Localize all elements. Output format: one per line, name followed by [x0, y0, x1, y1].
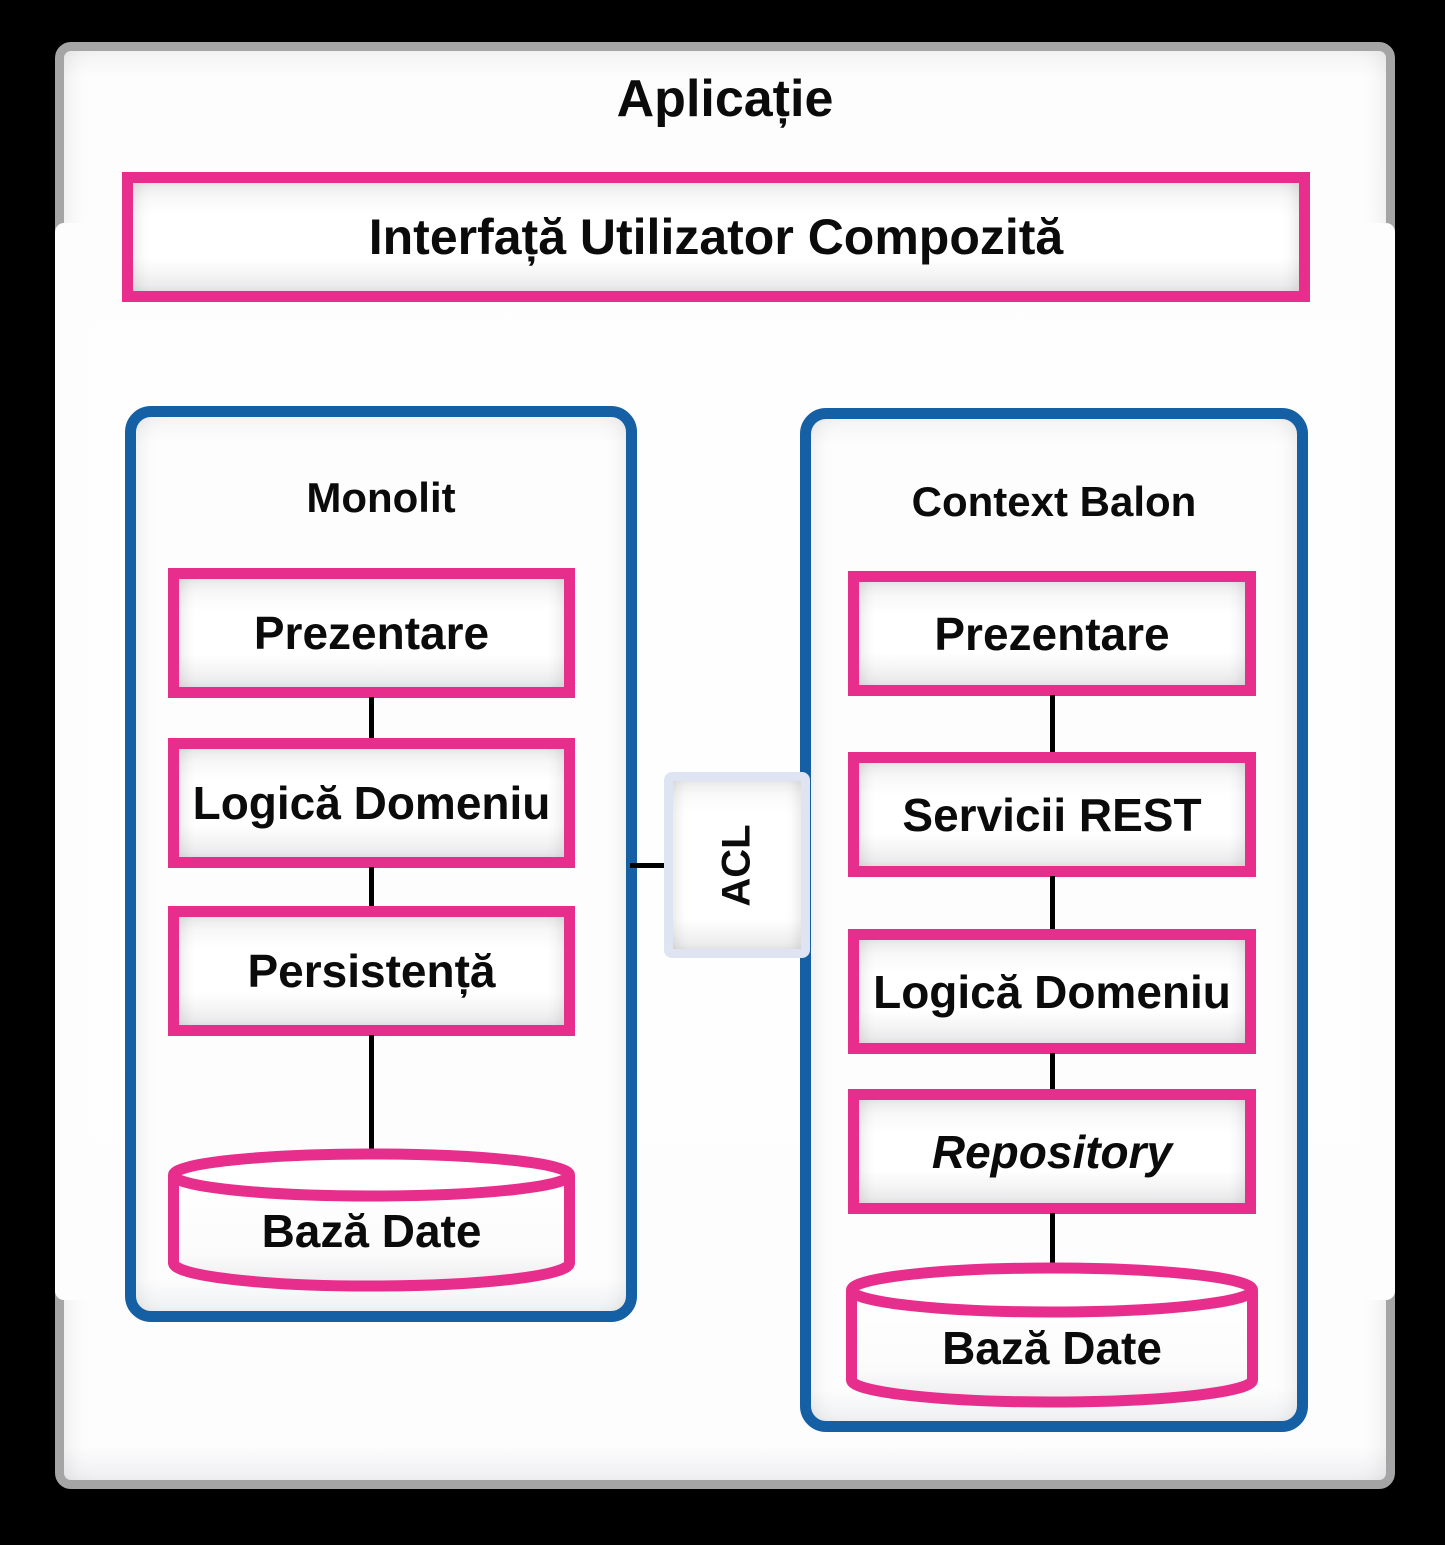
bubble-box-repository: Repository — [848, 1089, 1256, 1214]
bubble-box-logica-domeniu: Logică Domeniu — [848, 929, 1256, 1054]
monolith-box-prezentare-label: Prezentare — [253, 607, 490, 659]
monolith-database-label: Bază Date — [261, 1205, 482, 1258]
bubble-box-repository-label: Repository — [931, 1125, 1173, 1178]
monolith-connector-1 — [369, 697, 374, 739]
bubble-connector-1 — [1050, 695, 1055, 753]
composite-ui-box: Interfață Utilizator Compozită — [122, 172, 1310, 302]
bubble-database-cylinder: Bază Date — [846, 1262, 1258, 1412]
bubble-connector-3 — [1050, 1053, 1055, 1090]
left-edge-highlight — [55, 223, 89, 1300]
monolith-connector-2 — [369, 867, 374, 907]
monolith-box-persistenta-label: Persistență — [247, 945, 496, 997]
bubble-box-logica-domeniu-label: Logică Domeniu — [873, 965, 1231, 1018]
monolith-title: Monolit — [306, 474, 456, 521]
acl-label: ACL — [714, 823, 759, 907]
bubble-connector-2 — [1050, 876, 1055, 930]
monolith-box-persistenta: Persistență — [168, 906, 575, 1036]
monolith-database-cylinder: Bază Date — [168, 1148, 575, 1294]
monolith-connector-3 — [369, 1035, 374, 1150]
composite-ui-label: Interfață Utilizator Compozită — [368, 209, 1064, 265]
bubble-box-prezentare: Prezentare — [848, 571, 1256, 696]
bubble-box-servicii-rest: Servicii REST — [848, 752, 1256, 877]
monolith-box-logica-domeniu: Logică Domeniu — [168, 738, 575, 868]
application-title: Aplicație — [616, 70, 834, 128]
database-cylinder-icon — [846, 1262, 1258, 1408]
bubble-box-prezentare-label: Prezentare — [934, 607, 1170, 660]
bubble-context-title: Context Balon — [911, 478, 1197, 525]
database-cylinder-icon — [168, 1148, 575, 1292]
monolith-box-logica-domeniu-label: Logică Domeniu — [192, 777, 551, 829]
bubble-database-label: Bază Date — [942, 1321, 1162, 1374]
bubble-box-servicii-rest-label: Servicii REST — [902, 788, 1202, 841]
acl-connector-line — [630, 863, 666, 868]
acl-box: ACL — [664, 772, 810, 958]
right-edge-highlight — [1361, 223, 1395, 1300]
bubble-connector-4 — [1050, 1213, 1055, 1265]
monolith-box-prezentare: Prezentare — [168, 568, 575, 698]
